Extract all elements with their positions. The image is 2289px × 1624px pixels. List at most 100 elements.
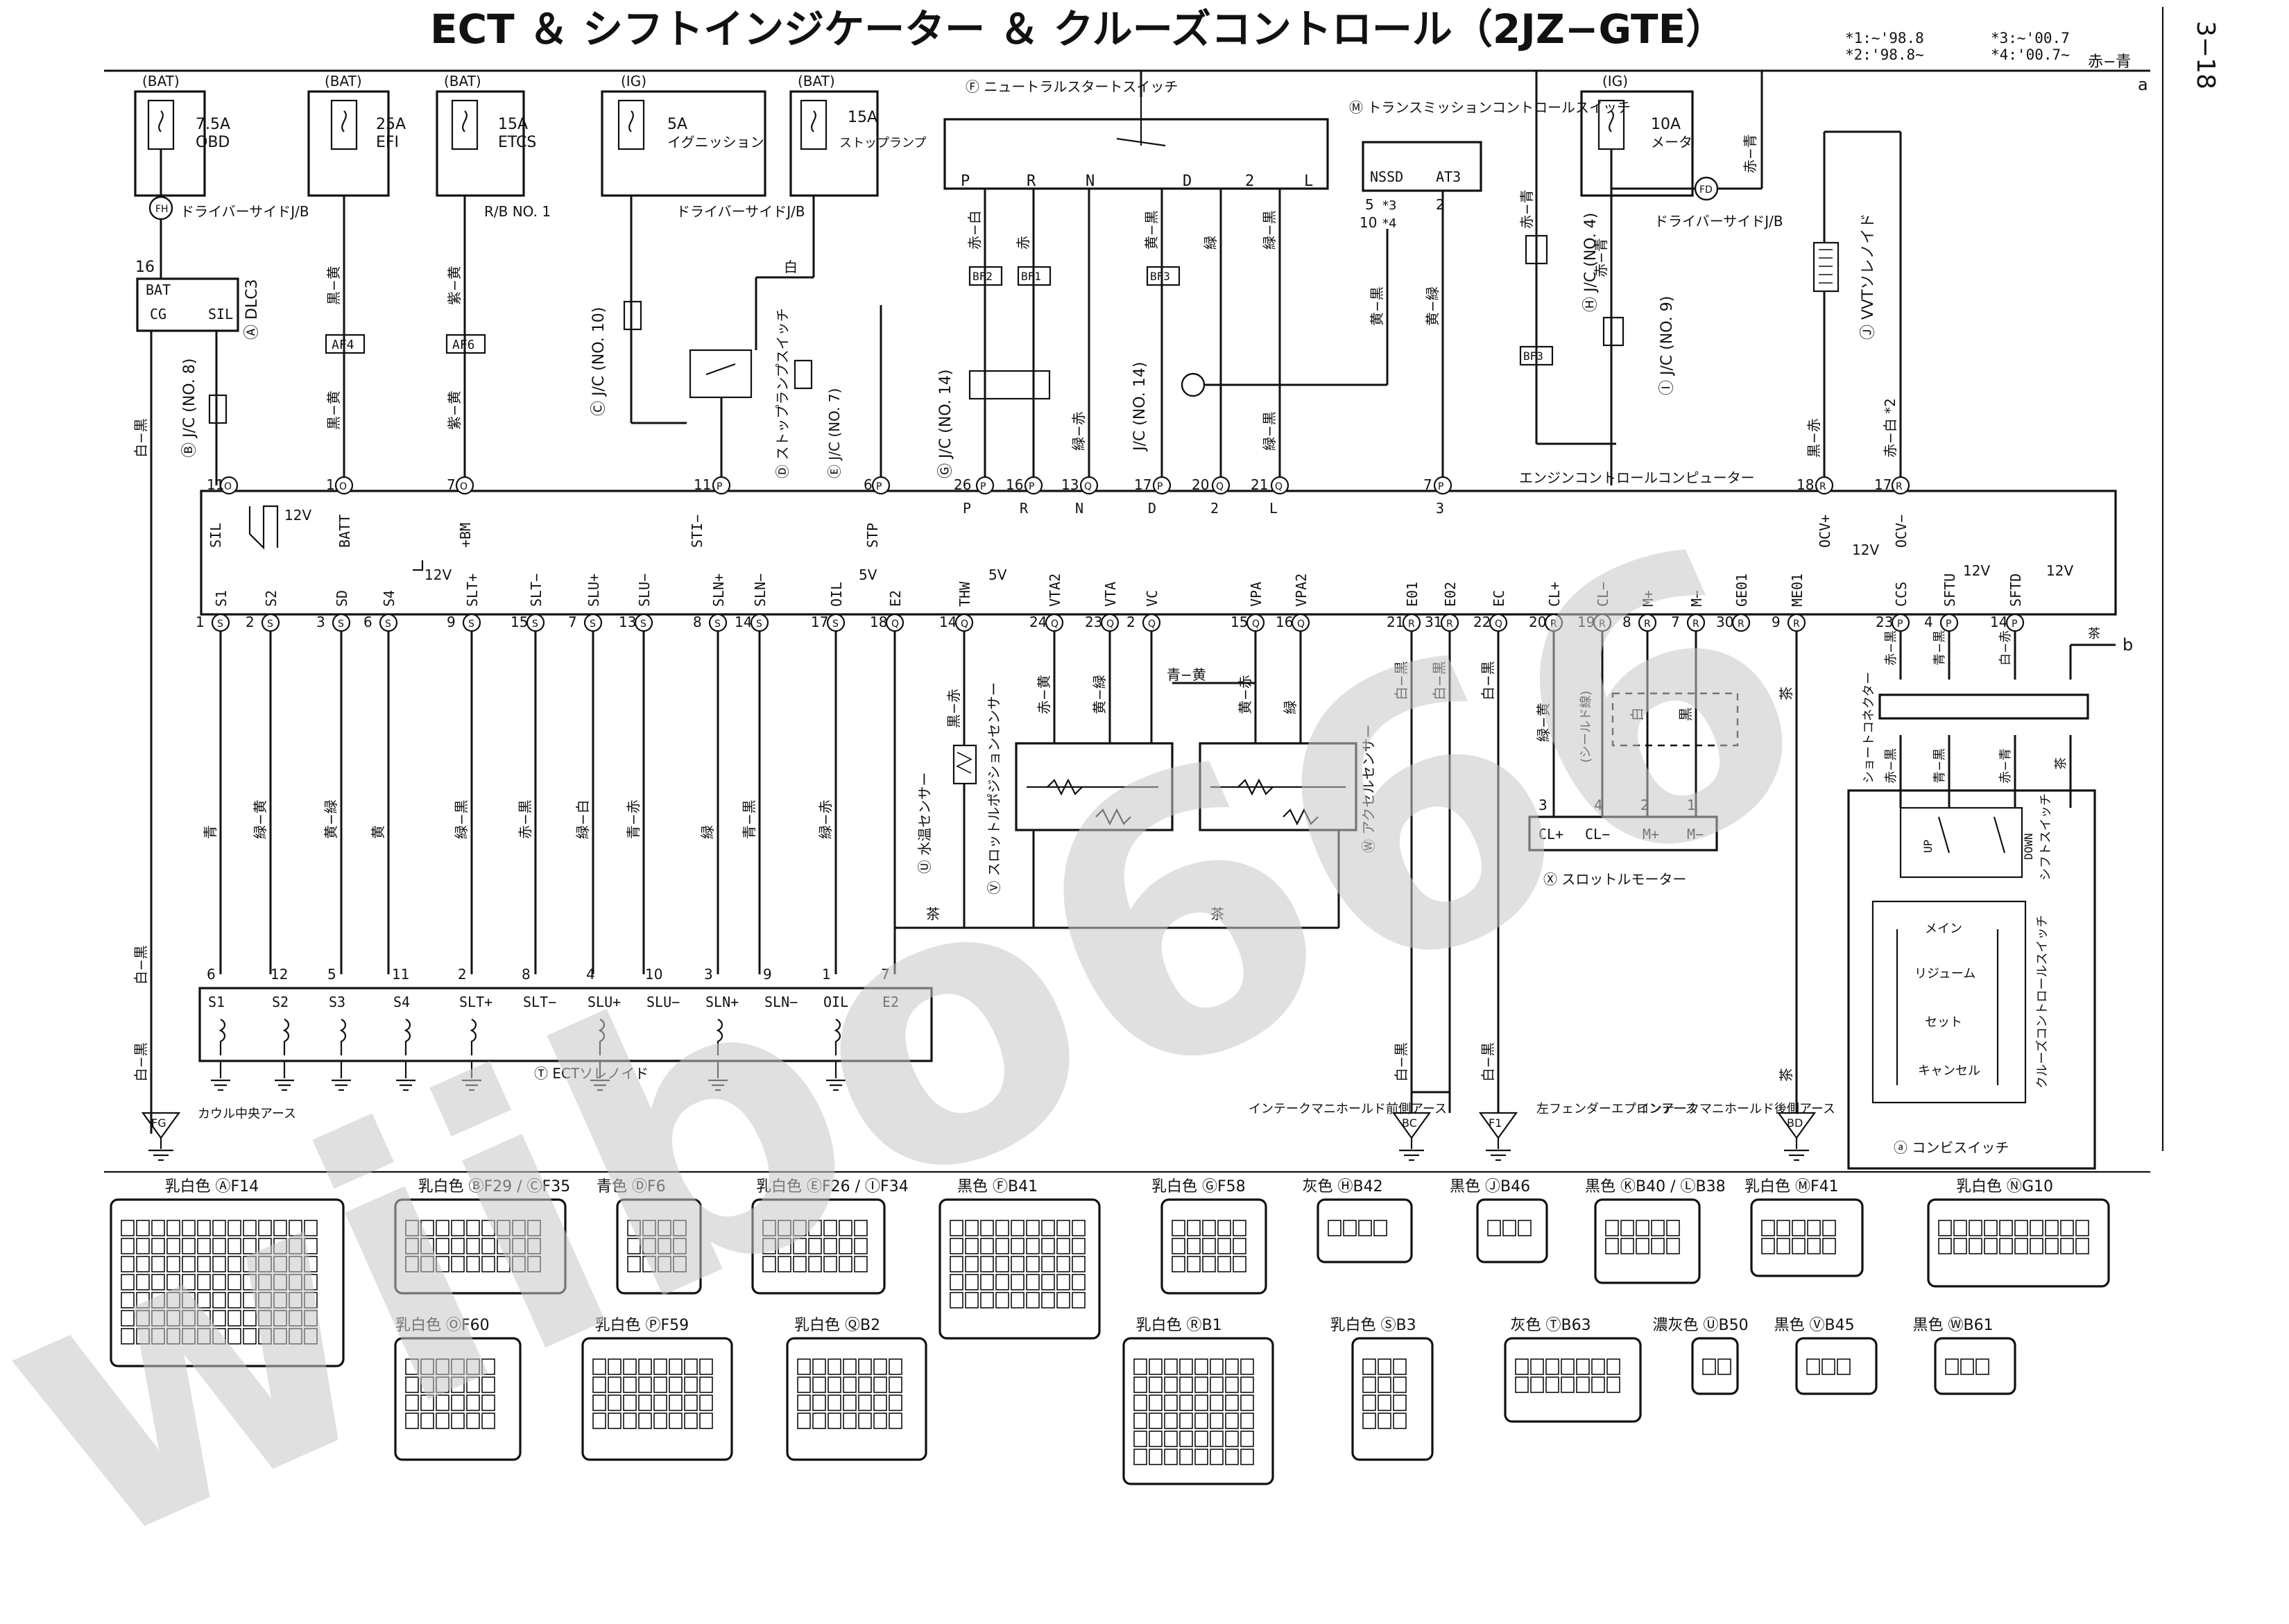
wire-w1-c: 白−黒 xyxy=(1431,661,1448,700)
svg-text:青色 ⒹF6: 青色 ⒹF6 xyxy=(597,1178,666,1195)
solenoid-wire-color: 青−黒 xyxy=(741,800,757,839)
ecu-bottom-pins: S1S1S2S2S3SDS6S4S9SLT+S15SLT−S7SLU+S13SL… xyxy=(196,573,2025,974)
shield-box xyxy=(1611,692,1739,747)
svg-text:21: 21 xyxy=(1251,476,1268,493)
jc14-label: Ⓖ J/C (NO. 14) xyxy=(937,370,954,478)
svg-text:26: 26 xyxy=(954,476,971,493)
svg-text:メイン: メイン xyxy=(1925,922,1962,936)
svg-text:乳白色 ⒺF26 / ⒾF34: 乳白色 ⒺF26 / ⒾF34 xyxy=(756,1178,909,1195)
svg-text:Ⓐ DLC3: Ⓐ DLC3 xyxy=(243,279,261,340)
connector-face-row2-8: 黒色 ⓌB61 xyxy=(1913,1317,2016,1395)
svg-text:19: 19 xyxy=(1577,614,1595,630)
solenoid-wire-color: 緑−白 xyxy=(574,800,591,839)
svg-text:O: O xyxy=(224,481,232,492)
solenoid-wire-color: 緑−黄 xyxy=(252,800,268,839)
svg-text:SLT−: SLT− xyxy=(523,994,556,1010)
svg-text:R: R xyxy=(1020,500,1029,517)
svg-text:S: S xyxy=(468,619,474,630)
jc9-label: Ⓘ J/C (NO. 9) xyxy=(1658,296,1676,395)
svg-text:(BAT): (BAT) xyxy=(325,73,362,89)
ect-solenoid-pins: 6S112S25S311S42SLT+8SLT−4SLU+10SLU−3SLN+… xyxy=(207,966,899,1091)
svg-text:SIL: SIL xyxy=(207,523,224,548)
wire-w17-a: 茶 xyxy=(926,906,940,922)
svg-text:S: S xyxy=(714,619,721,630)
ground-fg: FG xyxy=(141,1112,181,1161)
svg-text:CL−: CL− xyxy=(1595,582,1611,607)
svg-text:R: R xyxy=(1599,619,1606,630)
wire-w1-g: 白−黒 xyxy=(132,1042,149,1082)
ground-bd: BD xyxy=(1776,1112,1817,1161)
svg-text:14: 14 xyxy=(1990,614,2007,630)
connector-face-row1-9: 乳白色 ⓂF41 xyxy=(1744,1178,1864,1277)
svg-text:CG: CG xyxy=(150,306,166,322)
svg-text:Q: Q xyxy=(1275,481,1283,492)
fuse-ignition: (IG) 5A イグニッション xyxy=(601,73,766,197)
svg-text:7: 7 xyxy=(1671,614,1680,630)
svg-text:14: 14 xyxy=(939,614,957,630)
svg-text:D: D xyxy=(1183,173,1192,190)
svg-text:9: 9 xyxy=(763,966,772,983)
connector-face-row2-3: 乳白色 ⓇB1 xyxy=(1122,1317,1274,1485)
svg-text:14: 14 xyxy=(735,614,752,630)
svg-text:セット: セット xyxy=(1925,1015,1962,1030)
svg-text:18: 18 xyxy=(1797,476,1814,493)
connector-face-row2-5: 灰色 ⓉB63 xyxy=(1504,1317,1642,1423)
ect-solenoid: Ⓣ ECTソレノイド xyxy=(198,987,933,1082)
ground-fg-label: カウル中央アース xyxy=(198,1107,296,1121)
svg-text:5: 5 xyxy=(327,966,336,983)
svg-text:乳白色 ⒼF58: 乳白色 ⒼF58 xyxy=(1151,1178,1246,1195)
ecu-top-pin-l: Q 21 L xyxy=(1251,476,1289,517)
ground-bd-label: インテークマニホールド後側アース xyxy=(1637,1102,1835,1116)
svg-text:FH: FH xyxy=(155,204,169,215)
svg-text:STP: STP xyxy=(864,523,881,548)
svg-text:SFTU: SFTU xyxy=(1941,573,1958,607)
svg-text:UP: UP xyxy=(1921,840,1935,853)
wire-w15: 赤−黄 xyxy=(1036,675,1052,714)
wire-w12-b: 緑−黒 xyxy=(1261,411,1278,451)
svg-text:8: 8 xyxy=(522,966,531,983)
ecu-top-pin-2: Q 20 2 xyxy=(1192,476,1231,517)
svg-text:SLT+: SLT+ xyxy=(464,573,481,607)
wire-w16-a: 黄−黒 xyxy=(1369,286,1385,326)
svg-text:P: P xyxy=(961,173,970,190)
svg-text:P: P xyxy=(717,481,722,492)
svg-text:FG: FG xyxy=(151,1116,166,1130)
solenoid-wire-color: 青 xyxy=(202,825,218,839)
svg-text:F1: F1 xyxy=(1489,1116,1502,1130)
svg-text:THW: THW xyxy=(957,581,973,607)
stoplamp-switch xyxy=(689,349,753,399)
wire-w24-b: 青−黒 xyxy=(1932,748,1947,784)
svg-text:23: 23 xyxy=(1085,614,1102,630)
svg-text:Q: Q xyxy=(1106,619,1114,630)
svg-text:黒色 ⒻB41: 黒色 ⒻB41 xyxy=(957,1178,1038,1195)
ecu-top-pin-stp: P 6 STP xyxy=(864,476,891,548)
svg-text:SLN−: SLN− xyxy=(752,573,769,607)
svg-text:濃灰色 ⓊB50: 濃灰色 ⓊB50 xyxy=(1653,1317,1749,1334)
svg-text:EC: EC xyxy=(1491,590,1507,607)
connector-face-row2-0: 乳白色 ⓄF60 xyxy=(394,1317,522,1461)
ecu-top-pin-3: P 7 3 xyxy=(1423,476,1452,517)
svg-text:S2: S2 xyxy=(263,590,280,607)
svg-text:S3: S3 xyxy=(329,994,345,1010)
svg-text:7: 7 xyxy=(447,476,456,493)
wire-w25: 白−赤 xyxy=(1998,630,2013,666)
svg-text:13: 13 xyxy=(1061,476,1079,493)
svg-text:DOWN: DOWN xyxy=(2022,833,2035,860)
svg-text:リジューム: リジューム xyxy=(1914,967,1975,981)
label-driver-jb-1: ドライバーサイドJ/B xyxy=(180,203,309,220)
solenoid-pin-s1: 6S1 xyxy=(207,966,230,1091)
connector-face-row2-1: 乳白色 ⓅF59 xyxy=(581,1317,733,1461)
svg-text:SLU−: SLU− xyxy=(636,573,653,607)
svg-text:P: P xyxy=(1157,481,1163,492)
ecu-top-pin-d: P 17 D xyxy=(1134,476,1172,517)
solenoid-wire-color: 赤−黒 xyxy=(517,800,533,839)
ground-bc-label: インテークマニホールド前側アース xyxy=(1249,1102,1447,1116)
svg-text:Ⓥ スロットルポジションセンサー: Ⓥ スロットルポジションセンサー xyxy=(986,682,1002,895)
